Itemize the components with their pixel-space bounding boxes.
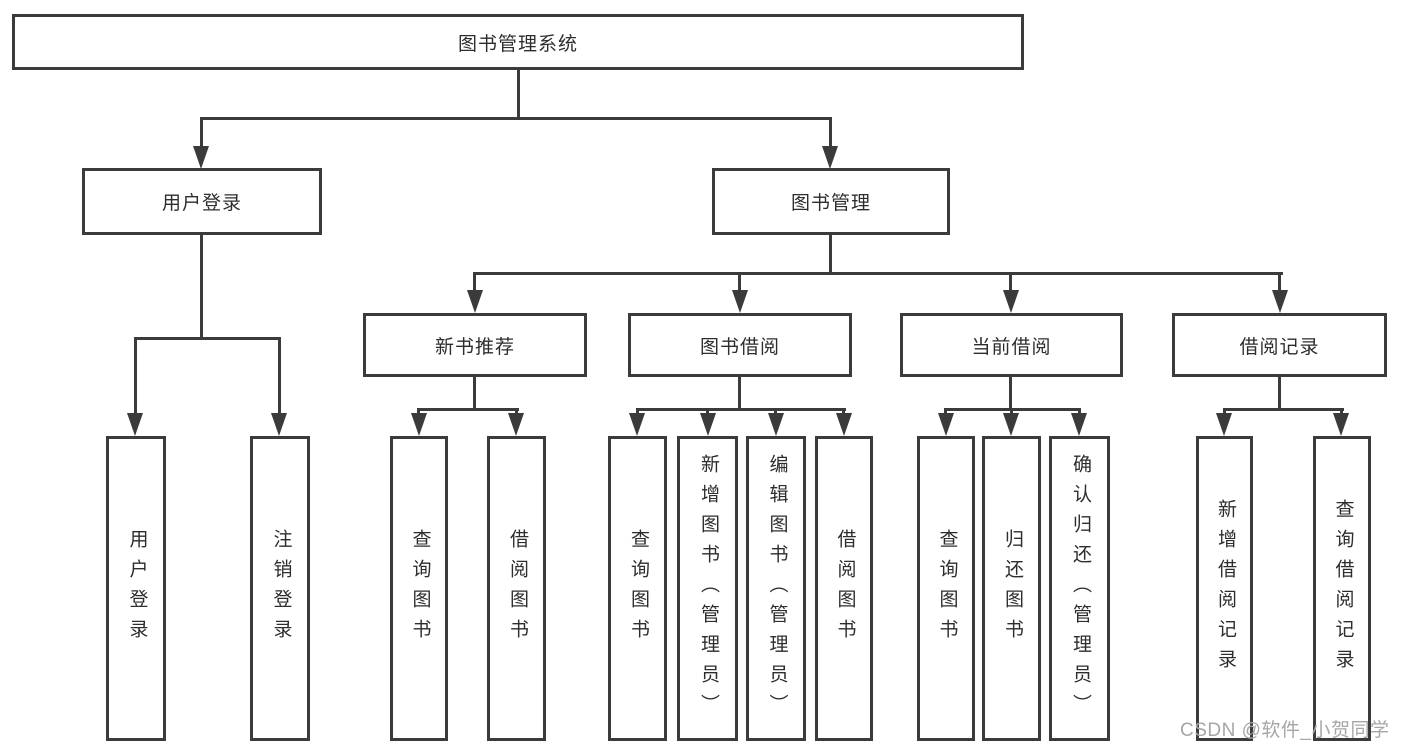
arrowhead-down-icon <box>508 413 524 436</box>
connector-records-stem <box>1278 377 1281 411</box>
arrowhead-down-icon <box>822 146 838 169</box>
connector-current-stem <box>1009 377 1012 411</box>
node-book-borrowing-label: 图书借阅 <box>699 336 780 358</box>
connector-user-login-stem <box>200 235 203 340</box>
leaf-bb-borrow-books-label: 借阅图书 <box>834 528 856 649</box>
node-current-borrowing-label: 当前借阅 <box>971 336 1052 358</box>
arrowhead-down-icon <box>271 413 287 436</box>
leaf-user-login: 用户登录 <box>106 436 166 741</box>
leaf-cb-return-books: 归还图书 <box>982 436 1041 741</box>
node-book-management-label: 图书管理 <box>790 193 871 214</box>
connector-borrowing-stem <box>738 377 741 411</box>
connector-stub <box>200 117 203 150</box>
connector-stub <box>278 337 281 418</box>
connector-new-book-stem <box>473 377 476 411</box>
connector-borrowing-bus <box>636 408 846 411</box>
csdn-watermark: CSDN @软件_小贺同学 <box>1180 720 1390 741</box>
connector-stub <box>1278 272 1281 294</box>
leaf-rec-query-record-label: 查询借阅记录 <box>1332 498 1354 679</box>
arrowhead-down-icon <box>1272 290 1288 313</box>
connector-stub <box>738 272 741 294</box>
arrowhead-down-icon <box>768 413 784 436</box>
node-current-borrowing: 当前借阅 <box>900 313 1123 377</box>
leaf-bb-query-books-label: 查询图书 <box>627 528 649 649</box>
arrowhead-down-icon <box>1071 413 1087 436</box>
node-book-management: 图书管理 <box>712 168 950 235</box>
connector-root-stem <box>517 70 520 120</box>
node-user-login-label: 用户登录 <box>161 193 242 214</box>
arrowhead-down-icon <box>467 290 483 313</box>
arrowhead-down-icon <box>938 413 954 436</box>
node-root-label: 图书管理系统 <box>457 33 578 55</box>
connector-new-book-bus <box>417 408 519 411</box>
arrowhead-down-icon <box>1216 413 1232 436</box>
leaf-nbr-query-books: 查询图书 <box>390 436 448 741</box>
connector-book-mgmt-stem <box>829 235 832 275</box>
node-borrowing-records: 借阅记录 <box>1172 313 1387 377</box>
arrowhead-down-icon <box>411 413 427 436</box>
connector-stub <box>1009 272 1012 294</box>
node-user-login: 用户登录 <box>82 168 322 235</box>
leaf-nbr-query-books-label: 查询图书 <box>409 528 431 649</box>
arrowhead-down-icon <box>700 413 716 436</box>
leaf-cb-confirm-return-admin-label: 确认归还（管理员） <box>1069 453 1091 724</box>
connector-root-bus <box>200 117 832 120</box>
connector-book-mgmt-bus <box>473 272 1283 275</box>
node-new-book-recommendation: 新书推荐 <box>363 313 587 377</box>
node-root: 图书管理系统 <box>12 14 1024 70</box>
leaf-bb-edit-books-admin: 编辑图书（管理员） <box>746 436 806 741</box>
leaf-bb-add-books-admin-label: 新增图书（管理员） <box>697 453 719 724</box>
connector-stub <box>134 337 137 418</box>
leaf-bb-edit-books-admin-label: 编辑图书（管理员） <box>766 453 788 724</box>
arrowhead-down-icon <box>127 413 143 436</box>
connector-stub <box>829 117 832 150</box>
leaf-rec-query-record: 查询借阅记录 <box>1313 436 1371 741</box>
leaf-nbr-borrow-books: 借阅图书 <box>487 436 546 741</box>
leaf-cb-return-books-label: 归还图书 <box>1001 528 1023 649</box>
node-book-borrowing: 图书借阅 <box>628 313 852 377</box>
connector-stub <box>473 272 476 294</box>
arrowhead-down-icon <box>732 290 748 313</box>
leaf-rec-add-record: 新增借阅记录 <box>1196 436 1253 741</box>
leaf-bb-add-books-admin: 新增图书（管理员） <box>677 436 738 741</box>
arrowhead-down-icon <box>1003 290 1019 313</box>
arrowhead-down-icon <box>193 146 209 169</box>
leaf-rec-add-record-label: 新增借阅记录 <box>1214 498 1236 679</box>
leaf-cb-query-books: 查询图书 <box>917 436 975 741</box>
leaf-logout-login: 注销登录 <box>250 436 310 741</box>
arrowhead-down-icon <box>836 413 852 436</box>
leaf-nbr-borrow-books-label: 借阅图书 <box>506 528 528 649</box>
leaf-cb-confirm-return-admin: 确认归还（管理员） <box>1049 436 1110 741</box>
leaf-logout-login-label: 注销登录 <box>270 528 292 649</box>
leaf-cb-query-books-label: 查询图书 <box>936 528 958 649</box>
node-new-book-recommendation-label: 新书推荐 <box>434 336 515 358</box>
node-borrowing-records-label: 借阅记录 <box>1239 336 1320 358</box>
arrowhead-down-icon <box>629 413 645 436</box>
arrowhead-down-icon <box>1333 413 1349 436</box>
leaf-bb-query-books: 查询图书 <box>608 436 667 741</box>
connector-user-login-bus <box>134 337 281 340</box>
leaf-bb-borrow-books: 借阅图书 <box>815 436 873 741</box>
arrowhead-down-icon <box>1003 413 1019 436</box>
connector-records-bus <box>1223 408 1344 411</box>
leaf-user-login-label: 用户登录 <box>126 528 148 649</box>
